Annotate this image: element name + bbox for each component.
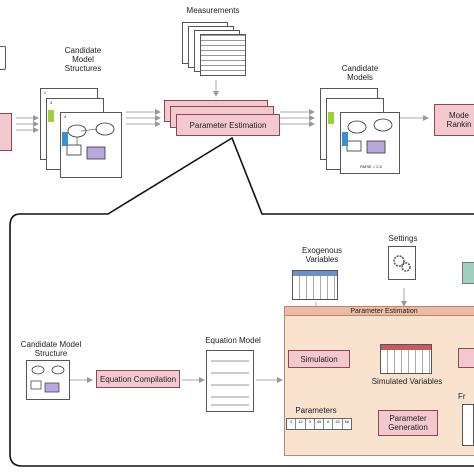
- candidate-structures-label: Candidate Model Structures: [64, 46, 102, 73]
- exogenous-table-icon: [292, 270, 338, 300]
- structure-number: 1: [43, 90, 47, 95]
- equation-model-document: [206, 350, 254, 412]
- input-box-partial: [0, 113, 12, 151]
- candidate-structure-icon: [26, 360, 70, 400]
- parameters-label: Parameters: [295, 406, 337, 415]
- candidate-structure-label: Candidate Model Structure: [20, 340, 82, 358]
- equation-model-label: Equation Model: [205, 336, 261, 345]
- simulated-variables-table-icon: [380, 344, 432, 374]
- parameter-estimation-box: Parameter Estimation: [176, 114, 280, 136]
- parameter-generation-box: Parameter Generation: [378, 410, 438, 436]
- simulated-variables-label: Simulated Variables: [371, 377, 443, 386]
- structure-color-tab: [48, 110, 54, 122]
- simulation-box: Simulation: [288, 350, 350, 368]
- structure-number: 3: [49, 100, 53, 105]
- structure-card-front: [60, 112, 122, 178]
- model-color-tab: [342, 132, 348, 146]
- partial-document-icon: [462, 404, 474, 446]
- model-card-front: [340, 112, 400, 174]
- rmse-label: RMSE = 2.5: [360, 164, 382, 169]
- comparison-box-partial: [458, 348, 474, 368]
- data-sheet-icon: [200, 34, 246, 76]
- callout-outline: [9, 136, 474, 467]
- model-color-tab: [328, 112, 334, 124]
- partial-file-icon: [462, 262, 474, 284]
- measurements-label: Measurements: [186, 6, 240, 15]
- equation-compilation-box: Equation Compilation: [96, 370, 180, 388]
- model-ranking-box: Mode Rankin: [434, 104, 474, 136]
- settings-label: Settings: [388, 234, 418, 243]
- parameter-vector: 2 12 3 45 6 33 56: [286, 418, 352, 430]
- structure-color-tab: [62, 132, 68, 146]
- structure-number: 4: [63, 114, 67, 119]
- database-icon-partial: [0, 46, 6, 70]
- exogenous-variables-label: Exogenous Variables: [301, 246, 343, 264]
- candidate-models-label: Candidate Models: [341, 64, 379, 82]
- fr-label-partial: Fr: [458, 392, 466, 401]
- settings-gear-icon: [388, 246, 416, 280]
- panel-title: Parameter Estimation: [284, 306, 474, 316]
